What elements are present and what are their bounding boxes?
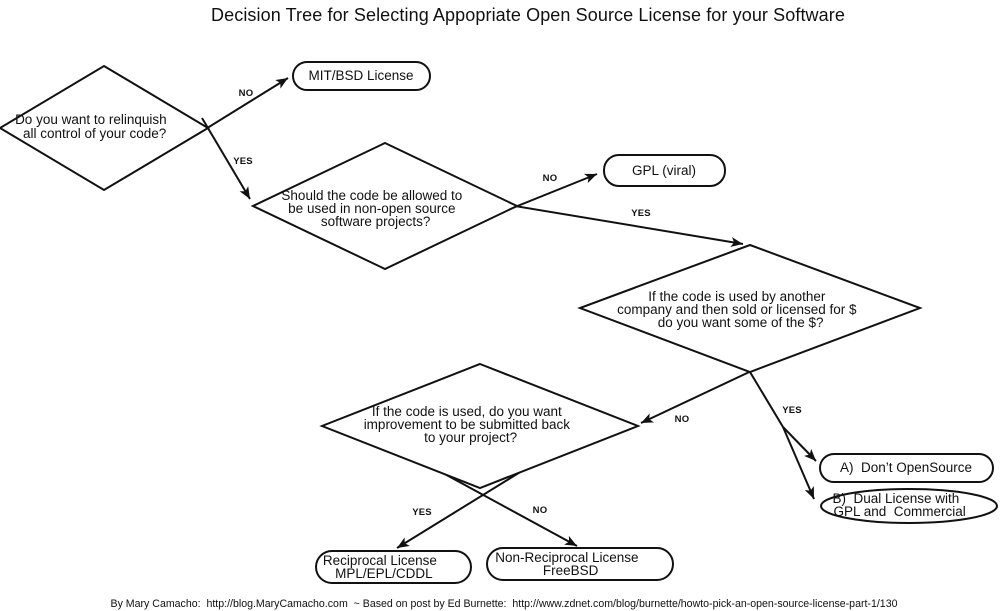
question-line: software projects? xyxy=(321,214,431,229)
edge-label-d1-yes: YES xyxy=(233,156,253,167)
question-line: do you want some of the $? xyxy=(658,315,824,330)
outcome-label-line: B) Dual License with xyxy=(832,491,959,506)
edge-label-d3-yes: YES xyxy=(782,405,802,416)
edge-d3-yes-b-arrow xyxy=(782,426,815,500)
decision-relinquish-control: Do you want to relinquish all control of… xyxy=(0,0,210,192)
edge-label-d1-no: NO xyxy=(239,88,254,99)
edge-d4-yes-arrow xyxy=(396,465,531,549)
question-line: If the code is used by another xyxy=(648,289,826,304)
outcome-pill xyxy=(603,154,726,187)
outcome-label: MIT/BSD License xyxy=(308,68,413,83)
decision-question: If the code is used by another company a… xyxy=(0,0,883,330)
attribution-text: By Mary Camacho: http://blog.MaryCamacho… xyxy=(111,598,898,610)
question-line: all control of your code? xyxy=(23,126,166,141)
outcome-dont-opensource: A) Don’t OpenSource xyxy=(819,453,994,483)
decision-question: If the code is used, do you want improve… xyxy=(0,0,596,445)
edge-label-d3-no: NO xyxy=(675,414,690,425)
decision-diamond xyxy=(577,243,923,374)
edge-label-d4-yes: YES xyxy=(412,507,432,518)
outcome-non-reciprocal-license: Non-Reciprocal License FreeBSD xyxy=(486,547,674,581)
edge-label-d4-no: NO xyxy=(533,505,548,516)
outcome-gpl-viral: GPL (viral) xyxy=(603,154,726,187)
outcome-pill xyxy=(819,453,994,483)
outcome-label: B) Dual License with GPL and Commercial xyxy=(832,491,965,519)
decision-diamond xyxy=(319,362,641,490)
edge-label-d2-no: NO xyxy=(543,173,558,184)
question-line: to your project? xyxy=(424,430,517,445)
question-line: be used in non-open source xyxy=(288,201,455,216)
question-line: Should the code be allowed to xyxy=(281,188,462,203)
outcome-ellipse xyxy=(820,488,998,524)
question-line: company and then sold or licensed for $ xyxy=(617,302,857,317)
decision-non-open-source-use: Should the code be allowed to be used in… xyxy=(0,0,520,271)
outcome-pill xyxy=(292,61,431,91)
outcome-pill xyxy=(486,547,674,581)
decision-improvements-back: If the code is used, do you want improve… xyxy=(0,0,641,490)
outcome-label-line: GPL and Commercial xyxy=(833,504,965,519)
outcome-label: GPL (viral) xyxy=(632,163,696,178)
outcome-label-line: FreeBSD xyxy=(543,563,599,578)
outcome-dual-license: B) Dual License with GPL and Commercial xyxy=(820,488,998,524)
decision-question: Do you want to relinquish all control of… xyxy=(0,0,193,141)
outcome-label: Non-Reciprocal License FreeBSD xyxy=(495,550,638,578)
question-line: Do you want to relinquish xyxy=(15,112,167,127)
outcome-label-line: Non-Reciprocal License xyxy=(495,550,638,565)
outcome-label-line: MPL/EPL/CDDL xyxy=(335,566,433,581)
outcome-mit-bsd-license: MIT/BSD License xyxy=(292,61,431,91)
outcome-reciprocal-license: Reciprocal License MPL/EPL/CDDL xyxy=(0,0,472,584)
outcome-label: A) Don’t OpenSource xyxy=(840,460,972,475)
decision-want-money: If the code is used by another company a… xyxy=(0,0,923,374)
question-line: improvement to be submitted back xyxy=(364,417,571,432)
edge-d1-yes-arrow xyxy=(201,117,251,200)
decision-diamond xyxy=(250,141,520,271)
outcome-label-line: Reciprocal License xyxy=(323,553,437,568)
decision-diamond xyxy=(0,64,210,192)
diagram-title: Decision Tree for Selecting Appopriate O… xyxy=(211,5,845,25)
question-line: If the code is used, do you want xyxy=(372,404,562,419)
edge-d3-no-arrow xyxy=(640,365,763,424)
edge-d2-no-arrow xyxy=(504,173,598,212)
edge-d4-no-arrow xyxy=(429,465,578,547)
decision-question: Should the code be allowed to be used in… xyxy=(0,0,489,229)
outcome-pill xyxy=(315,550,472,584)
edge-label-d2-yes: YES xyxy=(631,208,651,219)
edge-d3-yes-a-arrow xyxy=(782,426,817,462)
edge-d1-no-arrow xyxy=(195,77,289,136)
edge-d2-yes-arrow xyxy=(502,203,744,247)
outcome-label: Reciprocal License MPL/EPL/CDDL xyxy=(0,0,463,581)
